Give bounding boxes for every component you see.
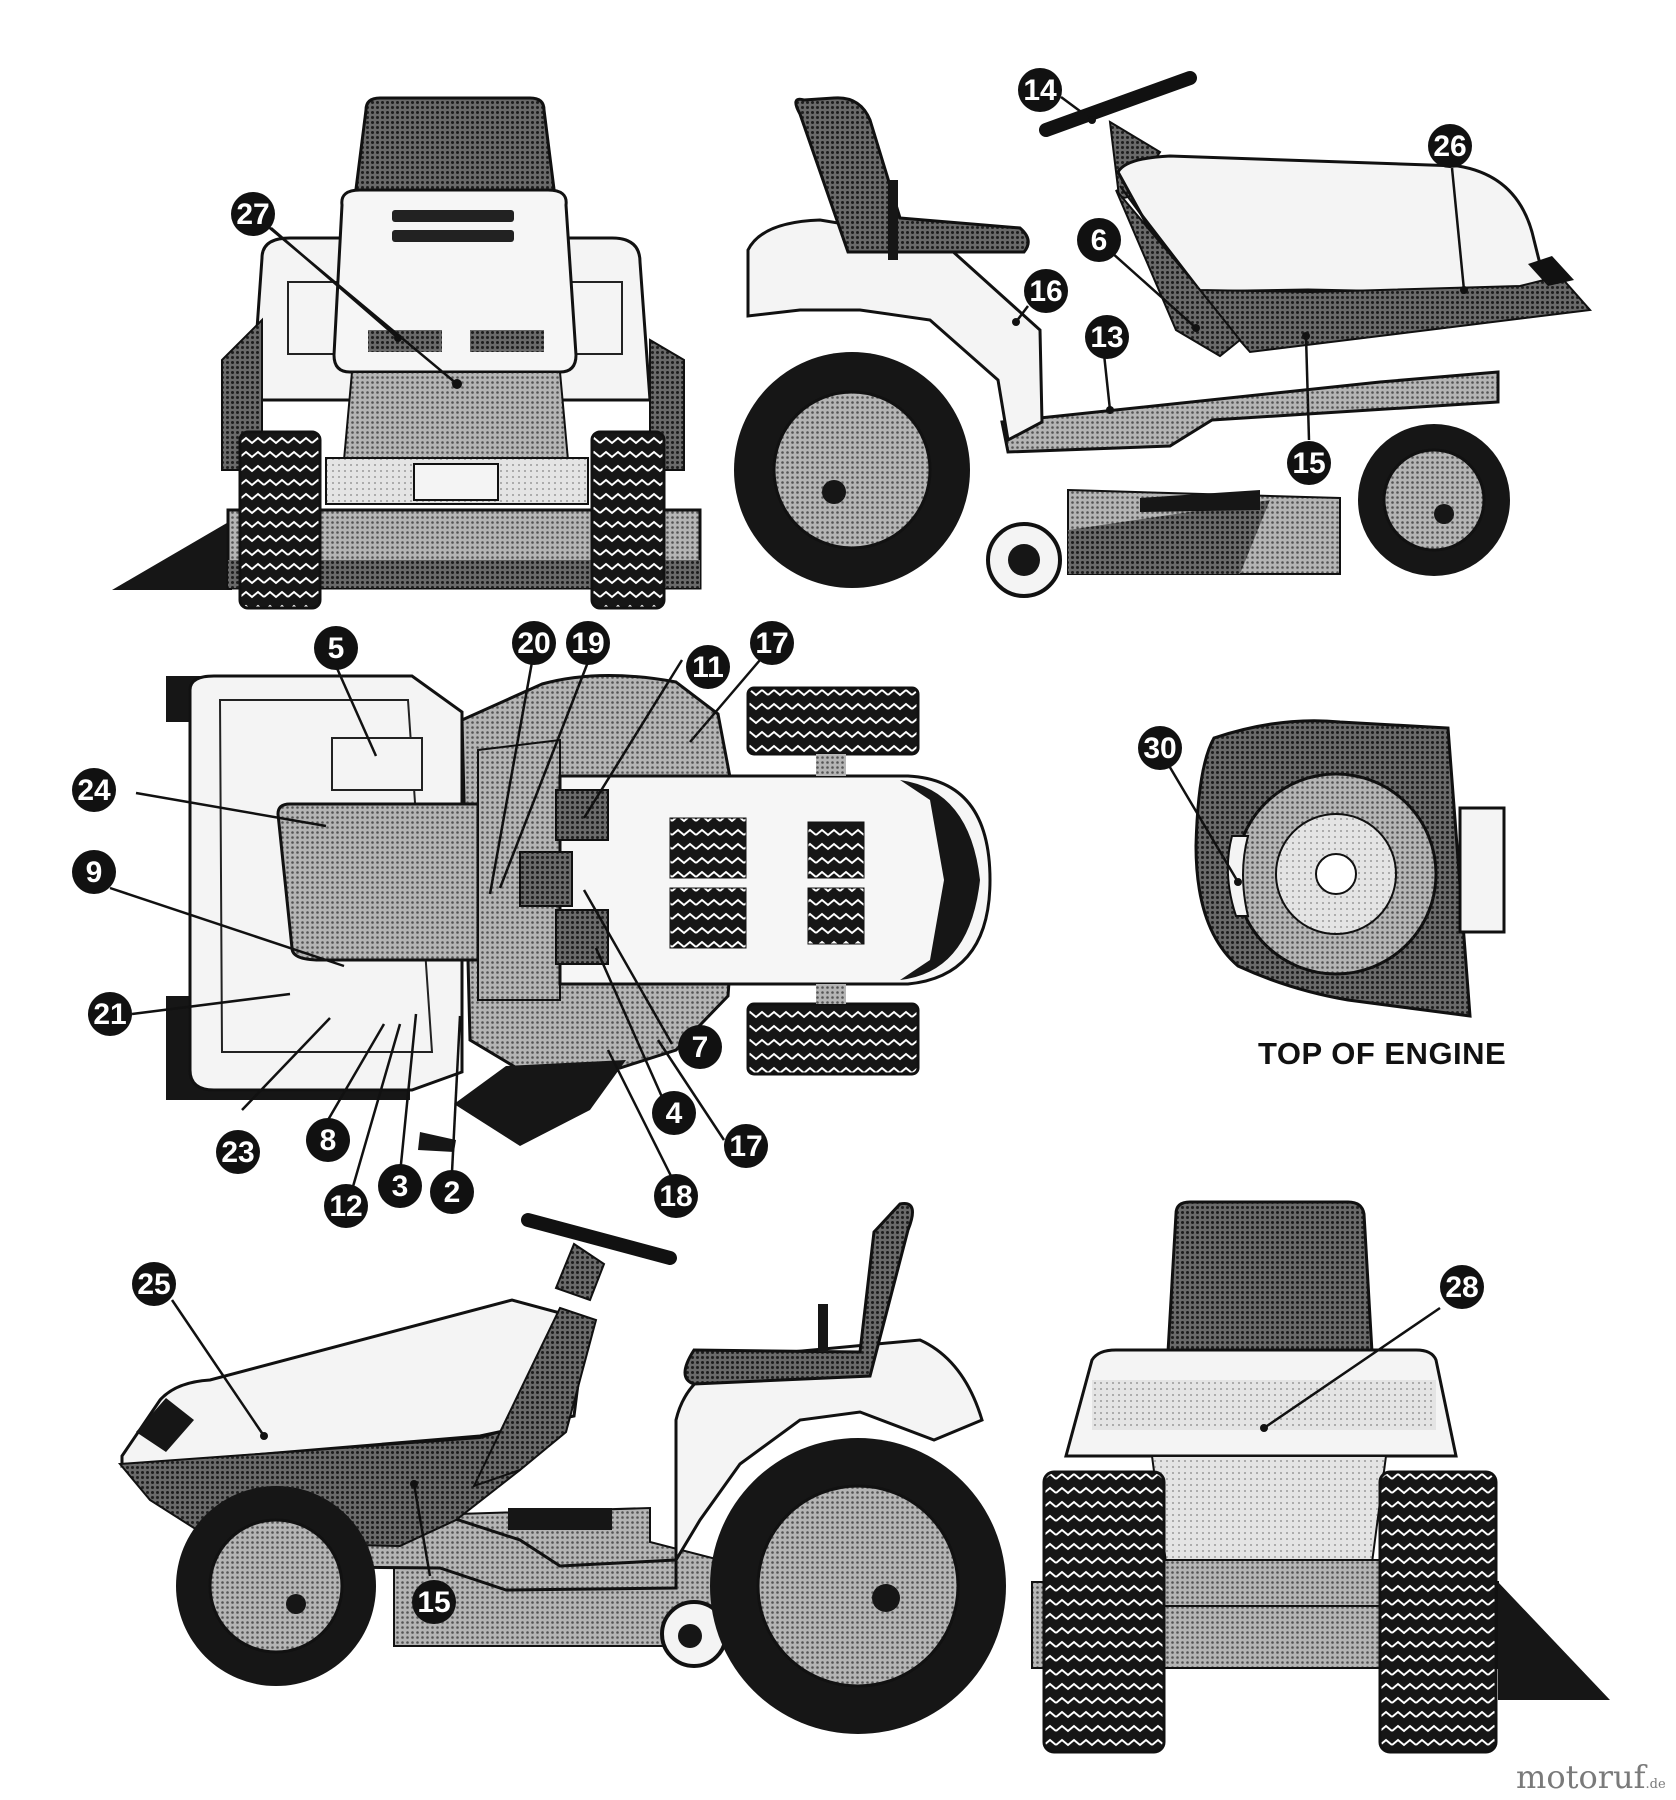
callout-4: 4 — [652, 1091, 696, 1135]
callout-5-label: 5 — [328, 632, 345, 665]
engine-top-view — [1166, 719, 1506, 1018]
callout-8: 8 — [306, 1118, 350, 1162]
callout-25-label: 25 — [137, 1268, 170, 1301]
callout-24: 24 — [72, 768, 116, 812]
callout-13: 13 — [1085, 315, 1129, 359]
callout-14-label: 14 — [1023, 74, 1057, 107]
callout-16: 16 — [1024, 269, 1068, 313]
callout-layer: 27 14 26 6 16 13 15 5 20 19 11 17 24 9 2… — [72, 68, 1484, 1624]
callout-20: 20 — [512, 621, 556, 665]
callout-9: 9 — [72, 850, 116, 894]
callout-27-label: 27 — [236, 198, 269, 231]
right-side-view — [734, 71, 1593, 598]
callout-28-label: 28 — [1445, 1271, 1478, 1304]
callout-27: 27 — [231, 192, 275, 236]
callout-26: 26 — [1428, 124, 1472, 168]
callout-17-bottom-label: 17 — [729, 1130, 762, 1163]
callout-15-top-label: 15 — [1292, 447, 1325, 480]
front-view — [112, 96, 702, 610]
callout-16-label: 16 — [1029, 275, 1062, 308]
callout-21-label: 21 — [93, 998, 126, 1031]
callout-3: 3 — [378, 1164, 422, 1208]
callout-7-label: 7 — [692, 1031, 709, 1064]
callout-18-label: 18 — [659, 1180, 692, 1213]
callout-2: 2 — [430, 1170, 474, 1214]
callout-23: 23 — [216, 1130, 260, 1174]
watermark-tld: .de — [1645, 1777, 1666, 1792]
watermark-name: motoruf — [1516, 1758, 1646, 1796]
callout-30: 30 — [1138, 726, 1182, 770]
callout-12-label: 12 — [329, 1190, 362, 1223]
callout-17-bottom: 17 — [724, 1124, 768, 1168]
callout-7: 7 — [678, 1025, 722, 1069]
engine-caption: TOP OF ENGINE — [1258, 1036, 1507, 1071]
callout-17-top-label: 17 — [755, 627, 788, 660]
callout-17-top: 17 — [750, 621, 794, 665]
callout-6-label: 6 — [1091, 224, 1108, 257]
callout-24-label: 24 — [77, 774, 111, 807]
left-side-view — [117, 1202, 1006, 1734]
callout-9-label: 9 — [86, 856, 103, 889]
callout-15-top: 15 — [1287, 441, 1331, 485]
callout-11: 11 — [686, 645, 730, 689]
rear-view — [1031, 1200, 1610, 1754]
callout-25: 25 — [132, 1262, 176, 1306]
callout-21: 21 — [88, 992, 132, 1036]
callout-14: 14 — [1018, 68, 1062, 112]
callout-15-bottom: 15 — [412, 1580, 456, 1624]
callout-30-label: 30 — [1143, 732, 1176, 765]
callout-20-label: 20 — [517, 627, 550, 660]
callout-8-label: 8 — [320, 1124, 337, 1157]
callout-3-label: 3 — [392, 1170, 409, 1203]
callout-6: 6 — [1077, 218, 1121, 262]
callout-11-label: 11 — [692, 651, 724, 684]
callout-28: 28 — [1440, 1265, 1484, 1309]
callout-5: 5 — [314, 626, 358, 670]
callout-23-label: 23 — [221, 1136, 254, 1169]
callout-4-label: 4 — [666, 1097, 683, 1130]
callout-13-label: 13 — [1090, 321, 1123, 354]
callout-15-bottom-label: 15 — [417, 1586, 450, 1619]
watermark: motoruf.de — [1516, 1758, 1666, 1796]
callout-19: 19 — [566, 621, 610, 665]
callout-2-label: 2 — [444, 1176, 461, 1209]
callout-19-label: 19 — [571, 627, 604, 660]
callout-18: 18 — [654, 1174, 698, 1218]
callout-12: 12 — [324, 1184, 368, 1228]
callout-26-label: 26 — [1433, 130, 1466, 163]
top-view — [109, 659, 992, 1191]
